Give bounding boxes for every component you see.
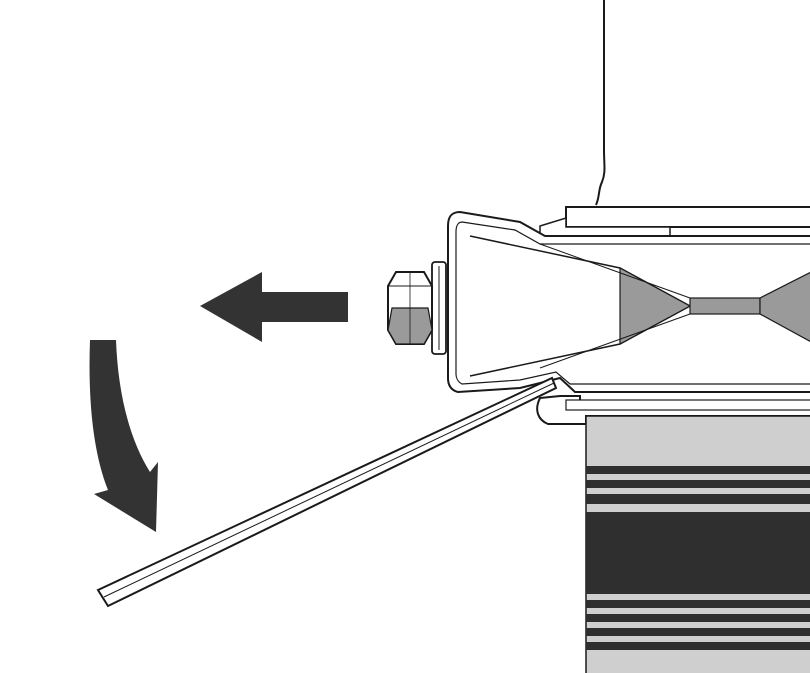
arrow-curve-down-icon: [89, 340, 158, 532]
internal-cone-fill-left: [619, 266, 692, 346]
arrow-left-icon: [200, 272, 348, 342]
vertical-cable: [595, 0, 606, 206]
upper-plate: [565, 206, 810, 228]
pry-tool-icon: [96, 376, 558, 608]
internal-guide-bottom: [539, 313, 691, 369]
lower-plate-inner: [565, 399, 810, 411]
internal-cone-fill-right: [759, 271, 810, 342]
pry-tool-edge: [103, 382, 555, 598]
hex-nut-icon: [387, 271, 433, 345]
internal-guide-top: [539, 243, 691, 299]
clip-housing-inner: [455, 221, 810, 385]
striped-base: [585, 415, 810, 673]
internal-neck: [689, 297, 761, 315]
